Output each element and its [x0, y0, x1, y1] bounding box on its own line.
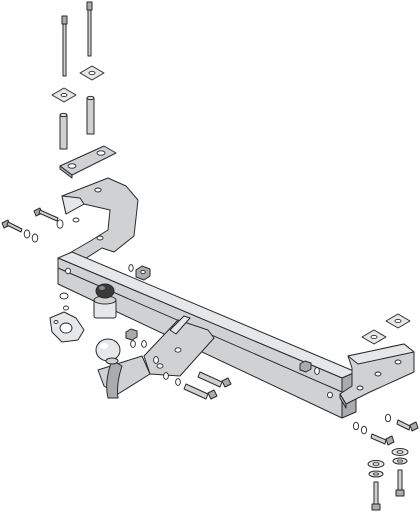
- washer-left-lower-a: [23, 229, 31, 239]
- nut-center: [135, 265, 151, 281]
- washer-socket-a: [59, 292, 69, 300]
- long-bolt-right: [86, 1, 93, 57]
- cable-bracket: [49, 311, 85, 343]
- long-bolt-left: [61, 15, 68, 77]
- washer-neck-e: [175, 378, 181, 386]
- square-plate-washer-right: [79, 65, 105, 81]
- washer-socket-b: [63, 305, 69, 311]
- mounting-strip: [59, 145, 117, 179]
- washer-center: [128, 264, 134, 272]
- square-plate-washer-right-upper: [385, 313, 411, 329]
- washer-stack-br-right: [391, 448, 409, 465]
- washer-left-upper: [56, 219, 64, 229]
- short-bolt-br-b: [396, 419, 419, 432]
- washer-stack-br-left: [367, 460, 385, 478]
- square-plate-washer-right-lower: [361, 329, 387, 345]
- nut-right: [299, 360, 312, 373]
- short-bolt-br-a: [370, 433, 395, 446]
- washer-neck-d: [163, 372, 169, 380]
- spacer-sleeve-left: [59, 112, 68, 150]
- tow-ball-neck: [95, 315, 215, 399]
- washer-right-a: [314, 367, 320, 375]
- washer-neck-c: [153, 356, 159, 364]
- washer-neck-b: [141, 340, 147, 348]
- washer-br-a: [352, 421, 360, 431]
- short-bolt-neck-a: [197, 371, 232, 388]
- short-bolt-neck-b: [183, 383, 218, 400]
- nut-neck-a: [125, 328, 138, 341]
- vertical-bolt-br-left: [371, 481, 381, 511]
- right-side-bracket: [339, 343, 415, 409]
- washer-neck-a: [130, 340, 136, 348]
- spacer-sleeve-right: [86, 95, 95, 135]
- washer-br-b: [360, 425, 368, 435]
- square-plate-washer-left: [51, 87, 77, 103]
- short-bolt-left-lower: [1, 219, 23, 233]
- left-side-bracket: [61, 177, 139, 263]
- lock-washer-left-lower: [31, 233, 39, 243]
- vertical-bolt-br-right: [395, 469, 405, 497]
- short-bolt-left-upper: [33, 207, 59, 222]
- electrical-socket: [93, 283, 117, 319]
- washer-br-c: [384, 413, 392, 423]
